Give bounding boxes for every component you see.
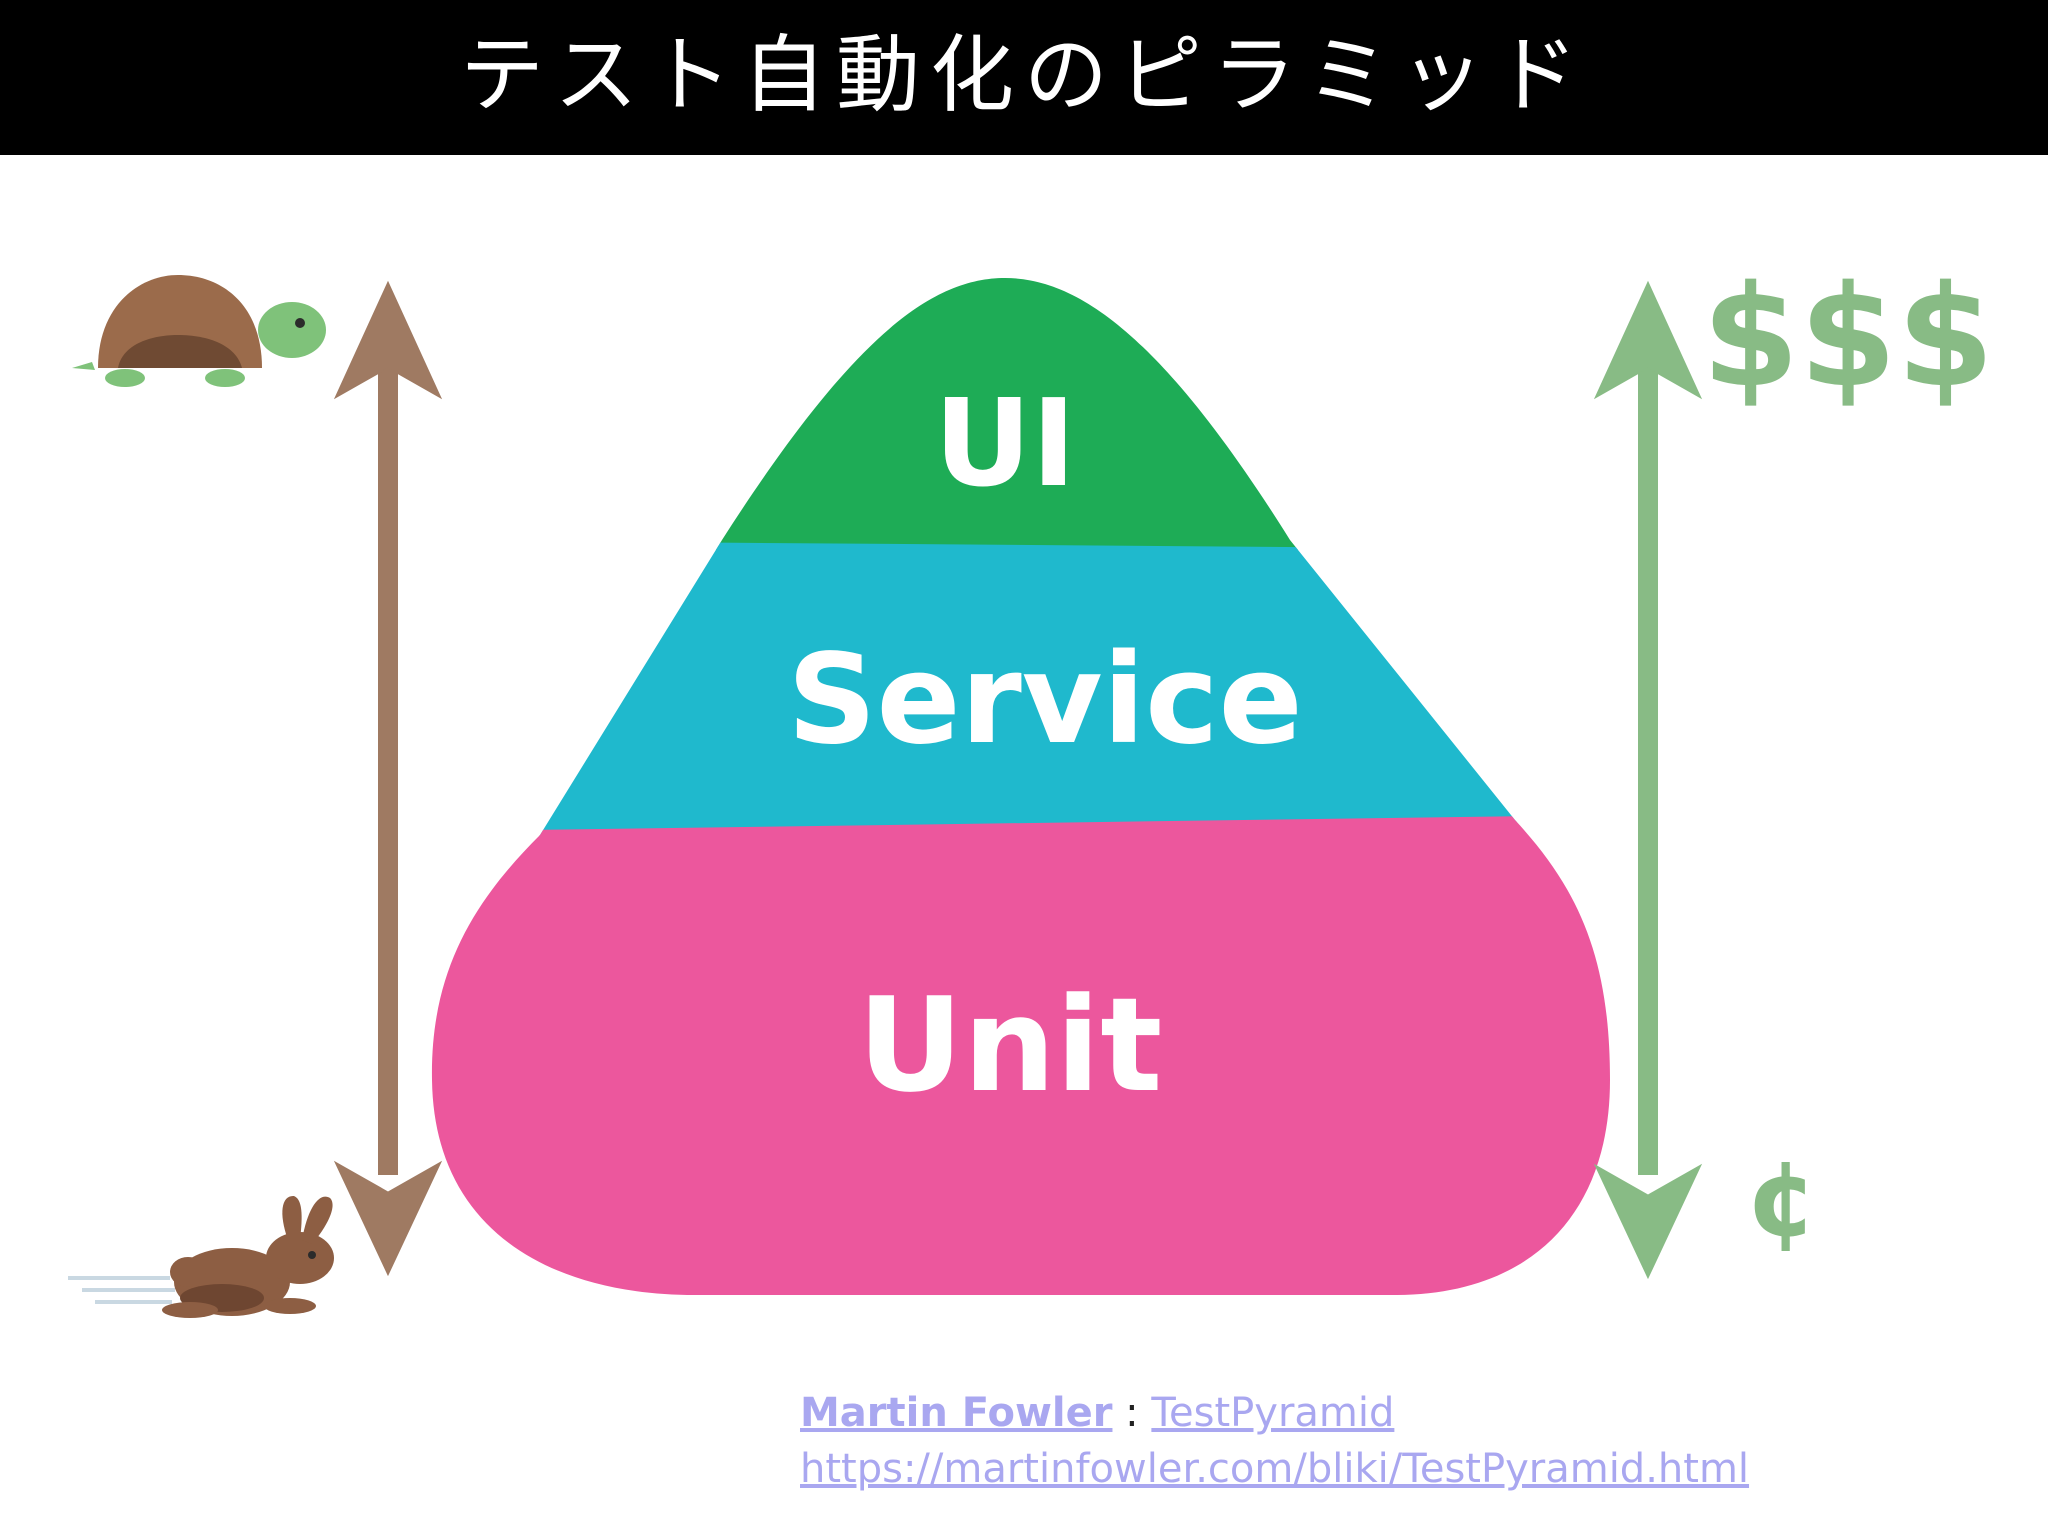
cost-high-label: $$$ bbox=[1702, 256, 1994, 419]
source-url-link[interactable]: https://martinfowler.com/bliki/TestPyram… bbox=[800, 1446, 1750, 1492]
source-citation: Martin Fowler : TestPyramid https://mart… bbox=[800, 1385, 1749, 1497]
cost-axis-arrow bbox=[1593, 280, 1703, 1280]
author-link[interactable]: Martin Fowler bbox=[800, 1390, 1113, 1436]
pyramid-label-ui: UI bbox=[934, 375, 1076, 514]
source-separator: : bbox=[1112, 1390, 1152, 1436]
pyramid-label-unit: Unit bbox=[858, 969, 1163, 1121]
pyramid-layer-unit bbox=[431, 814, 1610, 1295]
source-line-2: https://martinfowler.com/bliki/TestPyram… bbox=[800, 1441, 1749, 1497]
pyramid-label-service: Service bbox=[787, 628, 1303, 772]
source-line-1: Martin Fowler : TestPyramid bbox=[800, 1385, 1749, 1441]
cost-low-label: ¢ bbox=[1746, 1138, 1818, 1260]
article-link[interactable]: TestPyramid bbox=[1151, 1390, 1395, 1436]
turtle-icon bbox=[72, 275, 326, 387]
title-bar bbox=[0, 0, 2048, 155]
slide-title: テスト自動化のピラミッド bbox=[459, 26, 1588, 124]
rabbit-icon bbox=[68, 1195, 334, 1318]
speed-axis-arrow bbox=[333, 280, 443, 1277]
